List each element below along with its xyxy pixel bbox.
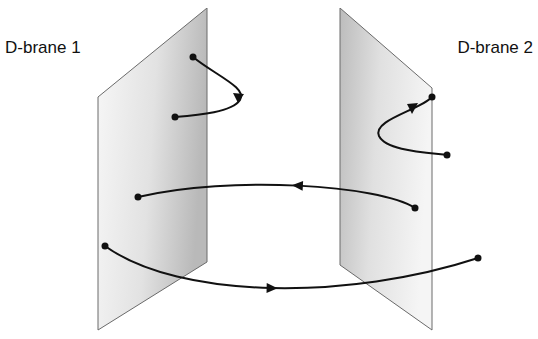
d-brane-plane: D-brane 1	[5, 8, 210, 334]
brane-label: D-brane 1	[5, 38, 81, 58]
d-brane-plane: D-brane 2	[338, 8, 535, 334]
brane-label: D-brane 2	[457, 38, 533, 58]
orientation-arrow	[233, 93, 244, 103]
